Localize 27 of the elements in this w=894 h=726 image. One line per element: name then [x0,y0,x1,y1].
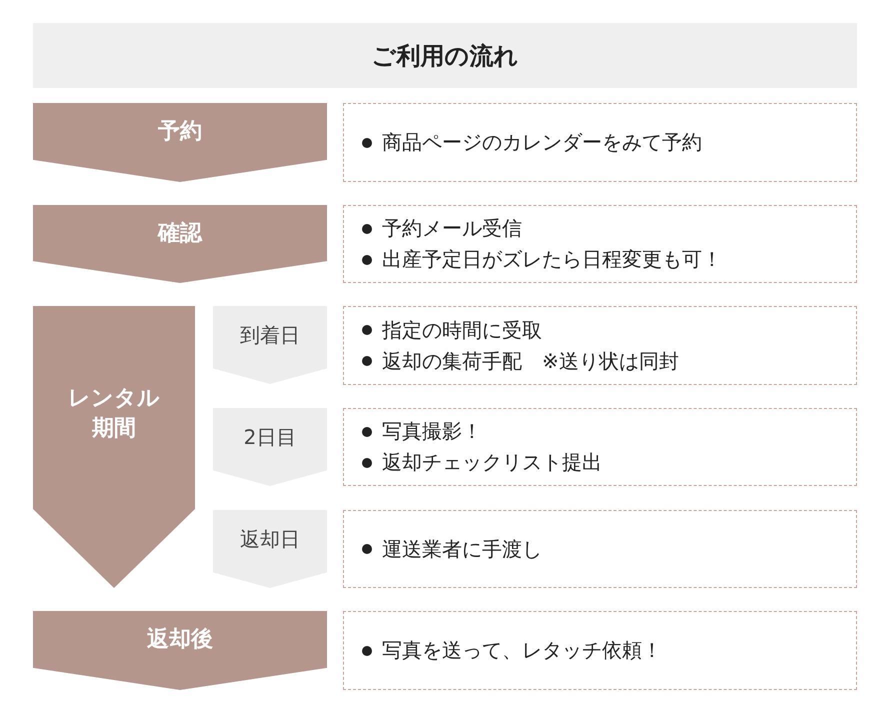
step-label: 返却日 [240,526,300,553]
description-text: 運送業者に手渡し [382,536,542,562]
description-box [343,408,857,486]
description-text: 写真撮影！ [382,418,482,445]
description-box [343,103,857,182]
step-label: 予約 [158,118,202,146]
step-label: 到着日 [240,322,300,349]
description-text: 商品ページのカレンダーをみて予約 [382,129,702,156]
description-text: 返却の集荷手配 ※送り状は同封 [382,348,679,374]
description-text: 指定の時間に受取 [382,316,542,344]
step-label: レンタル期間 [68,385,160,443]
step-label: 確認 [158,220,202,248]
description-box [343,611,857,690]
step-heading-panel [33,611,327,690]
step-heading-panel [33,205,327,283]
step-label: 返却後 [147,626,213,654]
description-text: 出産予定日がズレたら日程変更も可！ [382,246,722,273]
step-heading-panel [33,103,327,182]
description-box [343,205,857,283]
description-box [343,510,857,588]
description-text: 写真を送って、レタッチ依頼！ [382,637,662,664]
description-box [343,306,857,385]
step-heading-panel [33,306,195,588]
step-label: 2日目 [244,424,296,451]
description-text: 返却チェックリスト提出 [382,449,602,476]
title-banner: ご利用の流れ [33,23,857,88]
description-text: 予約メール受信 [382,215,522,242]
